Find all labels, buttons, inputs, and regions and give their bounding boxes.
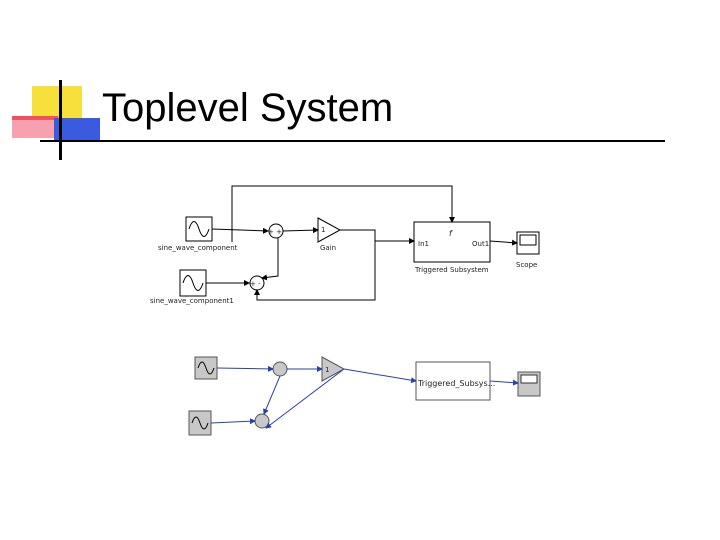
scope-screen-icon <box>519 234 537 246</box>
sum1-signs: + + <box>268 228 282 236</box>
sine-source-block-bottom-1[interactable] <box>194 356 218 380</box>
sum-block-2[interactable]: + - <box>249 275 265 291</box>
sine-wave-icon <box>197 361 215 375</box>
subsystem-label-bottom: Triggered_Subsys... <box>417 379 495 388</box>
sum2-signs: + - <box>250 280 261 288</box>
scope-block-bottom[interactable] <box>517 371 541 397</box>
deco-red-bar <box>12 116 58 120</box>
sine-source-block-bottom-2[interactable] <box>188 410 212 436</box>
title-decoration <box>0 0 100 160</box>
sine-source-block-2[interactable] <box>179 269 207 297</box>
scope-block[interactable] <box>516 231 540 255</box>
sine-source-block-1[interactable] <box>185 216 213 242</box>
subsystem-out-port: Out1 <box>472 240 489 248</box>
triggered-subsystem-block[interactable]: In1 Out1 f <box>413 221 491 263</box>
deco-red-square <box>12 116 60 138</box>
sine-wave-icon <box>188 221 210 237</box>
source-label-1: sine_wave_component <box>158 244 238 252</box>
subsystem-in-port: In1 <box>418 240 429 248</box>
top-diagram: sine_wave_component sine_wave_component1… <box>150 185 540 305</box>
gain-block[interactable]: 1 <box>317 217 342 243</box>
sum-block-bottom-2[interactable] <box>254 413 270 429</box>
slide-title: Toplevel System <box>102 86 394 130</box>
title-rule <box>40 140 665 142</box>
scope-screen-icon <box>520 374 538 384</box>
subsystem-trigger: f <box>449 229 453 238</box>
deco-blue-square <box>54 118 100 140</box>
sum-block-bottom-1[interactable] <box>272 361 288 377</box>
gain-value-bottom: 1 <box>325 366 329 374</box>
gain-label: Gain <box>320 244 336 252</box>
triggered-subsystem-block-bottom[interactable]: Triggered_Subsys... <box>415 361 495 401</box>
top-signal-lines <box>206 185 518 301</box>
deco-vertical-line <box>59 80 62 160</box>
subsystem-label: Triggered Subsystem <box>414 266 489 274</box>
source-label-2: sine_wave_component1 <box>150 297 234 305</box>
sine-wave-icon <box>182 275 204 291</box>
scope-label: Scope <box>516 261 537 269</box>
sum-block-1[interactable]: + + <box>268 223 284 239</box>
bottom-signal-lines <box>210 365 519 429</box>
sine-wave-icon <box>191 416 209 430</box>
gain-value: 1 <box>321 226 325 234</box>
bottom-diagram: 1 Triggered_Subsys... <box>188 356 541 436</box>
